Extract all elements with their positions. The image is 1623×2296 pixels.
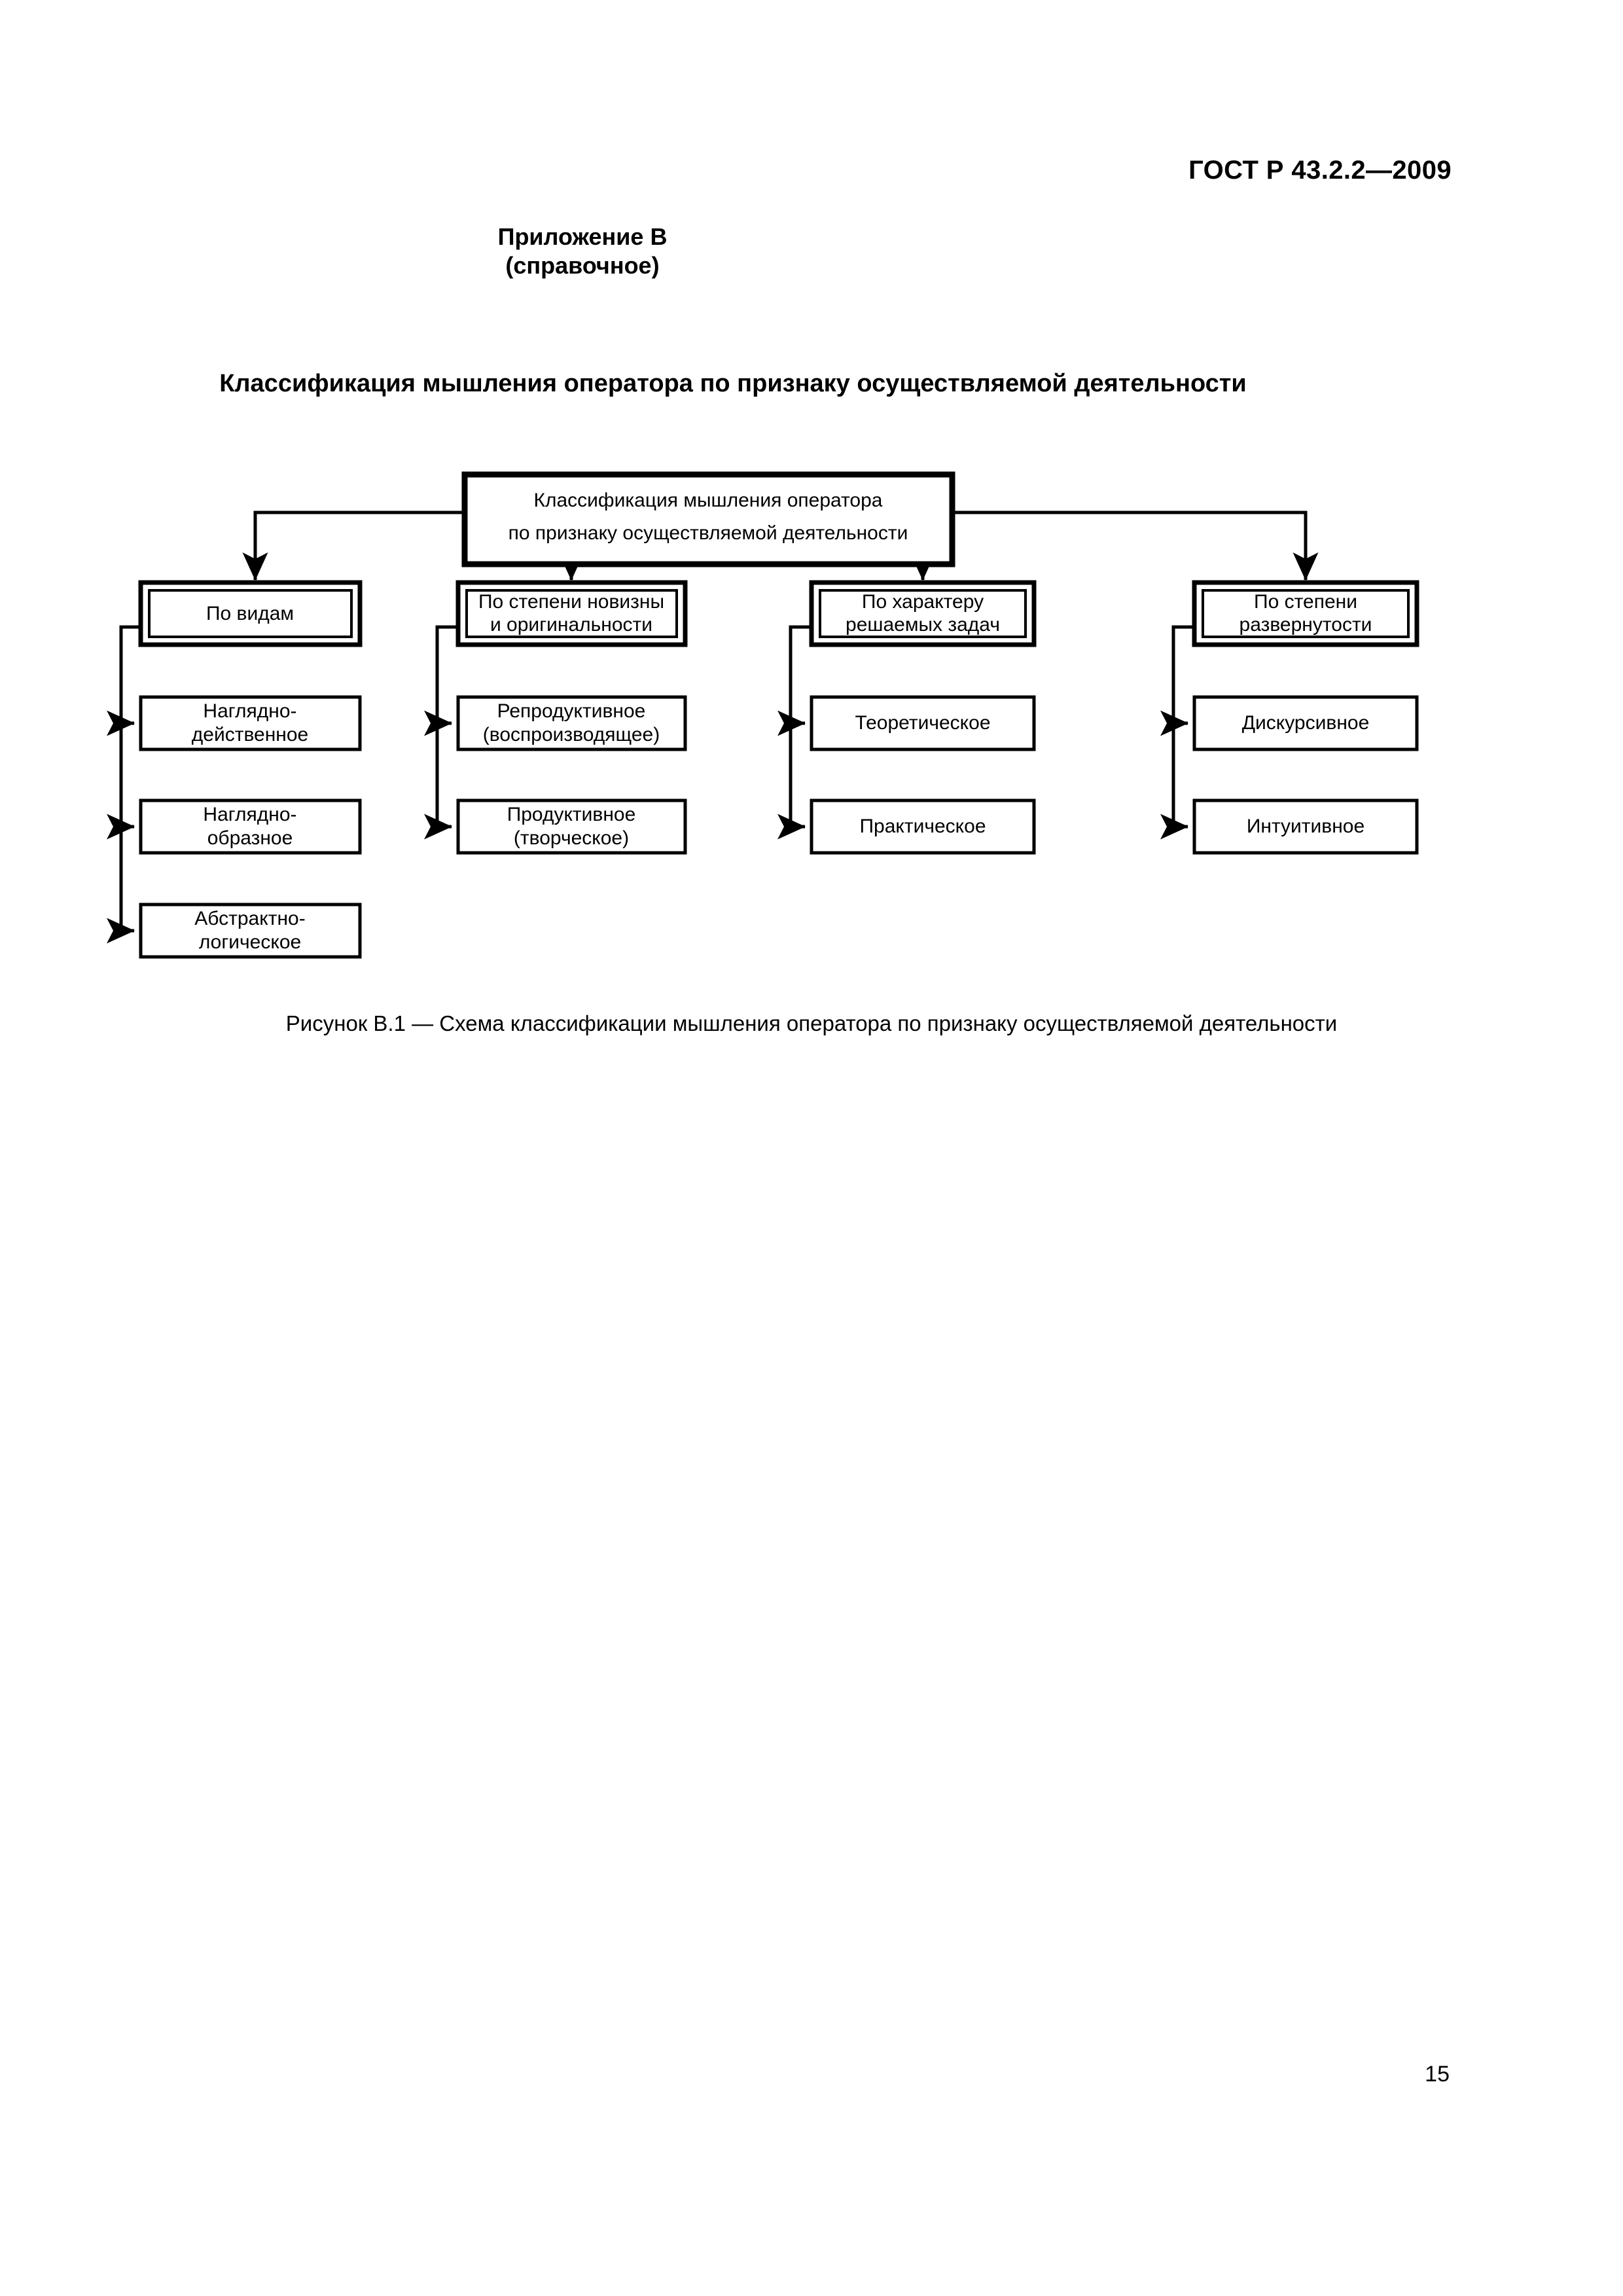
node-col1-heading[interactable]: По видам (138, 580, 363, 647)
connector-root-to-col4 (952, 511, 1319, 581)
connector-root-to-col1 (242, 511, 465, 581)
spine-col1 (119, 625, 141, 931)
node-col2-item1-line1: Репродуктивное (497, 700, 646, 722)
node-col1-item2-line1: Наглядно- (203, 804, 296, 825)
node-col2-item1-line2: (воспроизводящее) (483, 724, 660, 745)
node-col1-heading-line1: По видам (206, 603, 294, 624)
node-col1-item2[interactable]: Наглядно- образное (139, 798, 362, 855)
node-root-line2: по признаку осуществляемой деятельности (508, 522, 908, 544)
node-col4-item1-line1: Дискурсивное (1242, 712, 1370, 734)
node-col2-item2-line1: Продуктивное (507, 804, 636, 825)
annex-type: (справочное) (505, 251, 660, 279)
node-root-line1: Классификация мышления оператора (534, 490, 883, 511)
node-col1-item1-line2: действенное (192, 724, 308, 745)
node-col3-heading-line2: решаемых задач (846, 614, 1000, 636)
node-col1-item1-line1: Наглядно- (203, 700, 296, 722)
node-col1-item3[interactable]: Абстрактно- логическое (139, 903, 362, 959)
node-col3-item1-line1: Теоретическое (855, 712, 990, 734)
node-col4-item2-line1: Интуитивное (1247, 816, 1364, 837)
node-col2-heading-line2: и оригинальности (490, 614, 652, 636)
node-col4-heading[interactable]: По степени развернутости (1192, 580, 1419, 647)
node-col2-item1[interactable]: Репродуктивное (воспроизводящее) (456, 695, 687, 751)
page-title: Классификация мышления оператора по приз… (219, 370, 1247, 397)
spine-col3 (789, 625, 812, 827)
node-col2-item2[interactable]: Продуктивное (творческое) (456, 798, 687, 855)
node-col1-item2-line2: образное (207, 827, 293, 849)
node-col4-heading-line1: По степени (1254, 591, 1357, 613)
node-col2-heading[interactable]: По степени новизны и оригинальности (455, 580, 688, 647)
node-col2-item2-line2: (творческое) (514, 827, 629, 849)
node-col4-heading-line2: развернутости (1240, 614, 1372, 636)
node-col1-item1[interactable]: Наглядно- действенное (139, 695, 362, 751)
classification-diagram: Классификация мышления оператора по приз… (0, 452, 1623, 995)
node-col4-item1[interactable]: Дискурсивное (1192, 695, 1419, 751)
connector-layer (107, 511, 1319, 944)
node-col3-item2[interactable]: Практическое (810, 798, 1036, 855)
node-col3-heading-line1: По характеру (862, 591, 984, 613)
annex-label: Приложение В (497, 223, 668, 250)
figure-caption: Рисунок В.1 — Схема классификации мышлен… (285, 1011, 1338, 1035)
standard-number-header: ГОСТ Р 43.2.2—2009 (1188, 156, 1452, 185)
annex-heading: Приложение В (справочное) (0, 223, 1165, 280)
node-col1-item3-line1: Абстрактно- (194, 908, 305, 929)
spine-col2 (435, 625, 458, 827)
node-col3-heading[interactable]: По характеру решаемых задач (809, 580, 1037, 647)
node-col4-item2[interactable]: Интуитивное (1192, 798, 1419, 855)
spine-col4 (1171, 625, 1194, 827)
node-col3-item1[interactable]: Теоретическое (810, 695, 1036, 751)
page-number: 15 (1425, 2062, 1450, 2087)
node-col2-heading-line1: По степени новизны (478, 591, 664, 613)
node-col3-item2-line1: Практическое (859, 816, 986, 837)
node-col1-item3-line2: логическое (199, 931, 301, 953)
node-root[interactable]: Классификация мышления оператора по приз… (461, 471, 955, 567)
